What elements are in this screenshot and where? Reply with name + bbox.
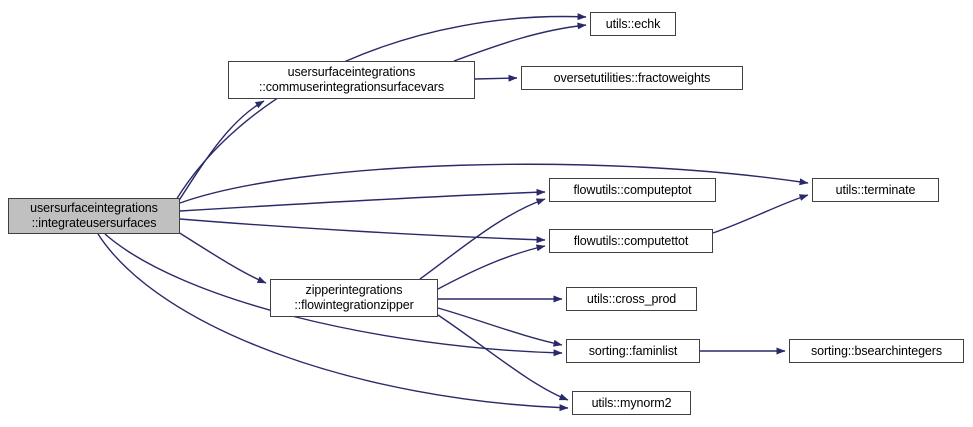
graph-node-commuserintegrationsurfacevars[interactable]: usersurfaceintegrations ::commuserintegr… xyxy=(228,61,475,99)
graph-node-computeptot[interactable]: flowutils::computeptot xyxy=(549,178,716,202)
graph-node-faminlist[interactable]: sorting::faminlist xyxy=(566,339,700,363)
graph-node-bsearchintegers[interactable]: sorting::bsearchintegers xyxy=(789,339,964,363)
graph-node-terminate[interactable]: utils::terminate xyxy=(812,178,939,202)
graph-node-echk[interactable]: utils::echk xyxy=(590,12,676,36)
graph-node-cross_prod[interactable]: utils::cross_prod xyxy=(566,287,697,311)
call-edge xyxy=(419,198,546,280)
graph-node-fractoweights[interactable]: oversetutilities::fractoweights xyxy=(521,66,743,90)
graph-node-integrateusersurfaces[interactable]: usersurfaceintegrations ::integrateusers… xyxy=(8,198,180,234)
call-edge xyxy=(437,244,546,290)
graph-node-computettot[interactable]: flowutils::computettot xyxy=(549,229,713,253)
call-edge xyxy=(474,74,518,82)
call-edge xyxy=(175,13,587,201)
call-edge xyxy=(97,233,569,412)
call-edge xyxy=(179,188,546,212)
call-edge xyxy=(179,218,546,244)
call-edge xyxy=(177,100,265,203)
call-edge xyxy=(437,307,563,347)
call-edge xyxy=(179,163,809,204)
call-edge xyxy=(453,22,587,62)
call-edge xyxy=(712,194,809,234)
call-edge xyxy=(437,314,569,401)
graph-node-mynorm2[interactable]: utils::mynorm2 xyxy=(572,391,691,415)
graph-node-flowintegrationzipper[interactable]: zipperintegrations ::flowintegrationzipp… xyxy=(270,279,438,317)
call-edge xyxy=(177,231,267,284)
